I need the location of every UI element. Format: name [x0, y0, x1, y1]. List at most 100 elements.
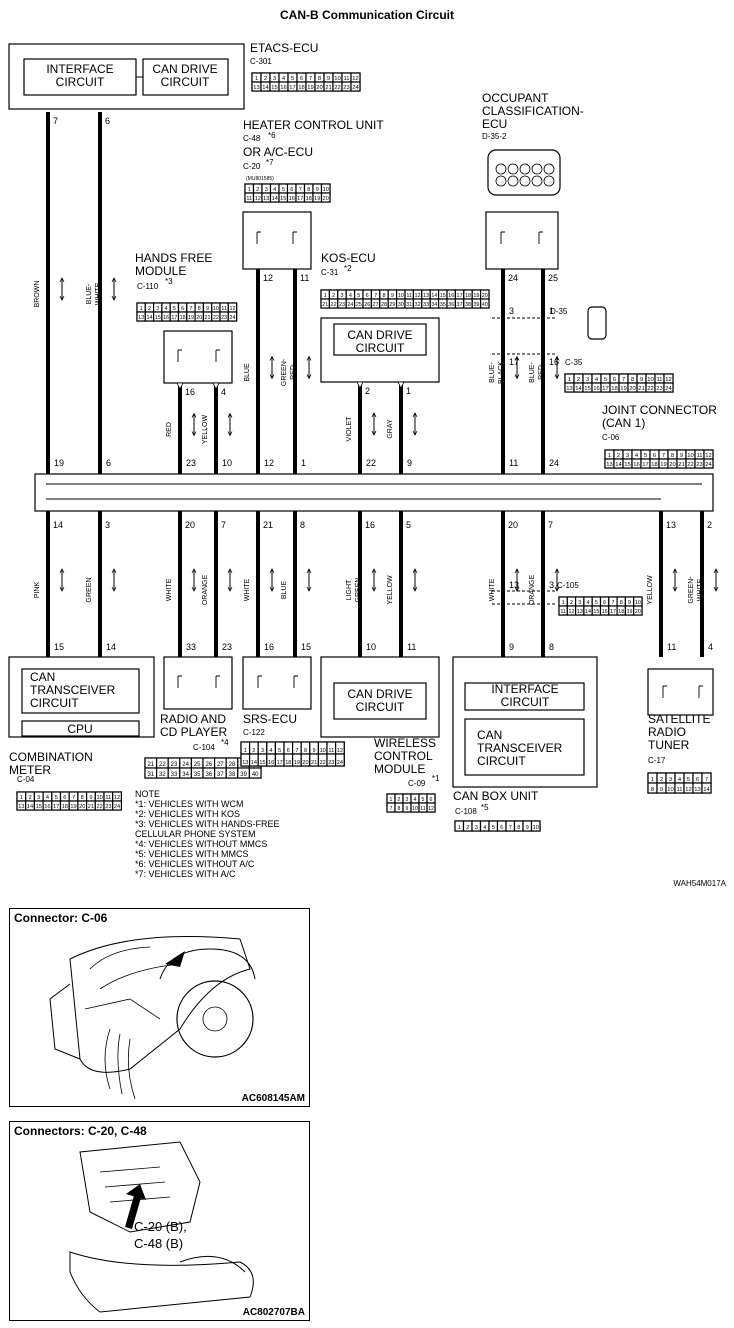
photo-title: Connector: C-06: [14, 911, 108, 925]
terminal-mark: [397, 381, 405, 389]
kos-name: KOS-ECU: [321, 251, 376, 265]
pin-number: 14: [703, 787, 710, 793]
wire-color-label: BLUE: [244, 363, 251, 382]
pin-number: 2: [264, 76, 267, 82]
pin-number: 13: [577, 609, 583, 615]
pin-number: 34: [182, 772, 189, 778]
heater-connector2: C-20: [243, 162, 261, 171]
can-transceiver: [21, 668, 140, 714]
pin: [507, 175, 519, 187]
heater-part-no: (MU801585): [246, 176, 274, 182]
c105-label: C-105: [557, 581, 579, 590]
note-line: *6: VEHICLES WITHOUT A/C: [135, 859, 255, 869]
satellite-module: [647, 668, 714, 716]
pin-number: 20: [323, 196, 329, 202]
pin-number: 13: [18, 804, 24, 810]
pin-number: 3: [626, 453, 629, 459]
joint-name: (CAN 1): [602, 416, 645, 430]
pin-number: 36: [205, 772, 212, 778]
canbox-transceiver-label: CAN: [477, 728, 502, 742]
pin-number: 1: [255, 76, 258, 82]
pin-number: 24: [352, 85, 359, 91]
wcm-can-drive: [333, 682, 427, 720]
connector-pin: [663, 382, 674, 393]
pin-number: 4: [270, 748, 273, 754]
pin-number: 10: [320, 748, 326, 754]
pin-number: 24: [229, 315, 235, 321]
pin-number: 7: [611, 600, 614, 606]
pin-number: 40: [252, 772, 259, 778]
combo-name: COMBINATION: [9, 750, 93, 764]
pin-number: 22: [320, 760, 326, 766]
pin-number: 11: [246, 196, 252, 202]
note-line: *4: VEHICLES WITHOUT MMCS: [135, 839, 267, 849]
pin-number: 20: [316, 85, 323, 91]
transceiver-label: TRANSCEIVER: [30, 683, 116, 697]
pin-label: 17: [509, 357, 519, 367]
pin-number: 1: [568, 377, 571, 383]
arrow-head: [59, 568, 65, 574]
pin-number: 6: [63, 795, 66, 801]
pin-number: 19: [620, 386, 627, 392]
pin-number: 13: [263, 196, 269, 202]
satellite-name: RADIO: [648, 725, 686, 739]
pin-number: 2: [466, 825, 469, 831]
pin-number: 35: [194, 772, 201, 778]
handsfree-module: [163, 330, 233, 384]
pin-number: 10: [533, 825, 539, 831]
pin-number: 4: [635, 453, 639, 459]
pin-number: 7: [72, 795, 75, 801]
pin-number: 12: [337, 748, 343, 754]
pin-number: 18: [618, 609, 624, 615]
pin: [543, 163, 555, 175]
arrow-head: [672, 586, 678, 592]
pin-label: 11: [667, 642, 676, 652]
pin-label: 1: [406, 386, 411, 396]
arrow-head: [227, 412, 233, 418]
pin-number: 17: [297, 196, 303, 202]
pin-number: 21: [678, 462, 685, 468]
pin-number: 2: [570, 600, 573, 606]
radio-star: *4: [221, 738, 229, 747]
pin-number: 10: [323, 187, 329, 193]
note-line: NOTE: [135, 789, 160, 799]
pin-number: 5: [291, 76, 294, 82]
pin-number: 3: [406, 797, 409, 803]
canbox-star: *5: [481, 803, 489, 812]
pin-label: 15: [54, 642, 64, 652]
pin-number: 14: [262, 85, 269, 91]
pin: [519, 163, 531, 175]
pin-number: 28: [381, 302, 387, 308]
kos-can-drive: [333, 323, 427, 356]
contact-symbol: [257, 675, 262, 688]
pin-number: 4: [282, 76, 286, 82]
pin-number: 22: [687, 462, 694, 468]
connector-pin: [335, 753, 345, 767]
contact-symbol: [698, 685, 703, 698]
pin-number: 2: [577, 377, 580, 383]
pin-number: 11: [696, 453, 702, 459]
arrow-head: [554, 355, 560, 361]
pin-number: 2: [398, 797, 401, 803]
pin-number: 20: [669, 462, 676, 468]
pin-number: 7: [390, 806, 393, 812]
note-line: *2: VEHICLES WITH KOS: [135, 809, 240, 819]
pin: [543, 175, 555, 187]
pin-number: 7: [622, 377, 625, 383]
pin-number: 21: [322, 302, 328, 308]
connector-pin: [701, 782, 712, 794]
pin-number: 4: [165, 306, 168, 312]
pin-label: 12: [263, 273, 273, 283]
pin-number: 10: [97, 795, 103, 801]
pin-number: 5: [687, 777, 690, 783]
pin-label: 3: [549, 580, 554, 590]
pin-number: 14: [146, 315, 152, 321]
pin-number: 9: [526, 825, 529, 831]
pin-number: 1: [651, 777, 654, 783]
pin-number: 5: [492, 825, 495, 831]
pin-number: 1: [458, 825, 461, 831]
pin-number: 6: [290, 187, 293, 193]
pin-number: 6: [287, 748, 290, 754]
pin-label: 11: [407, 642, 416, 652]
pin-number: 11: [560, 609, 566, 615]
